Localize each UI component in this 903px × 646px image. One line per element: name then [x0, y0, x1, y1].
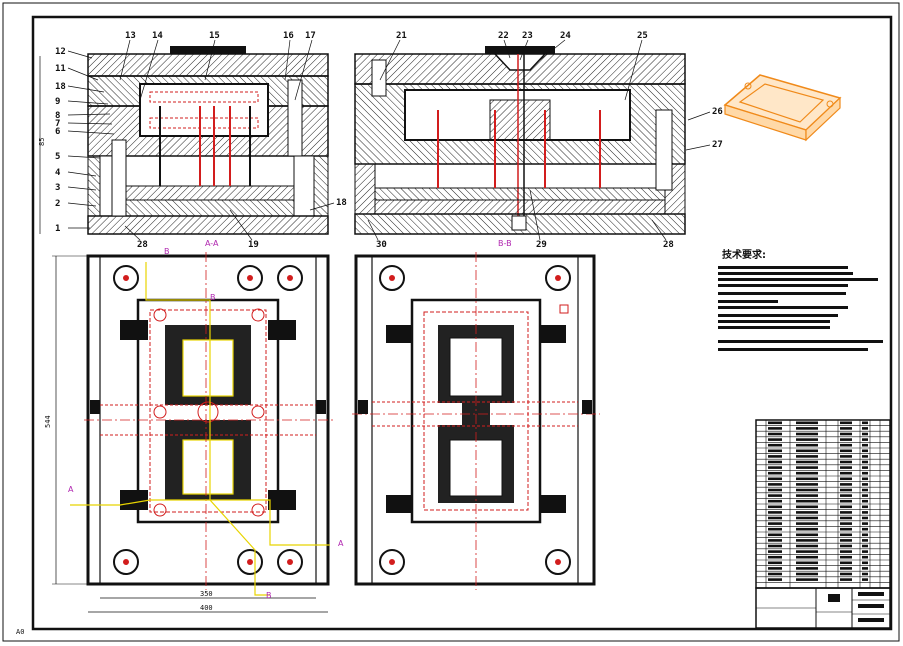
dim-plan-width-outer: 400 — [200, 604, 213, 612]
parts-list-table — [755, 419, 891, 589]
pn-13: 13 — [125, 31, 136, 41]
pn-23: 23 — [522, 31, 533, 41]
pn-18b: 18 — [336, 198, 347, 208]
pn-3: 3 — [55, 183, 60, 193]
frame-corner-label: A0 — [16, 628, 24, 636]
dim-plan-width-inner: 350 — [200, 590, 213, 598]
pn-5: 5 — [55, 152, 60, 162]
pn-2: 2 — [55, 199, 60, 209]
section-view-a-a: 85 — [38, 46, 329, 235]
cut-label-a-right: A — [338, 539, 344, 548]
technical-requirements: 技术要求: — [718, 248, 883, 351]
pn-28b: 28 — [663, 240, 674, 250]
label-section-a-a: A-A — [205, 239, 219, 248]
pn-30: 30 — [376, 240, 387, 250]
plan-view-fixed-half — [352, 252, 600, 590]
pn-16: 16 — [283, 31, 294, 41]
pn-1: 1 — [55, 224, 60, 234]
section-view-b-b — [354, 46, 686, 235]
cut-label-b-bottom: B — [266, 591, 272, 600]
pn-28a: 28 — [137, 240, 148, 250]
pn-11: 11 — [55, 64, 66, 74]
plan-view-moving-half: 544 350 400 — [44, 252, 334, 613]
pn-29: 29 — [536, 240, 547, 250]
pn-8: 8 — [55, 111, 60, 121]
pn-14: 14 — [152, 31, 163, 41]
pn-22: 22 — [498, 31, 509, 41]
dim-plan-height: 544 — [44, 415, 52, 428]
cut-label-b-top: B — [164, 247, 170, 256]
label-section-b-b: B-B — [498, 239, 512, 248]
tech-req-title: 技术要求: — [722, 248, 766, 261]
pn-7: 7 — [55, 119, 60, 129]
product-isometric — [723, 74, 842, 142]
pn-6: 6 — [55, 127, 60, 137]
part-numbers-bottom: 28 19 18 30 29 28 — [124, 189, 674, 250]
pn-24: 24 — [560, 31, 571, 41]
title-block — [755, 587, 891, 629]
part-numbers-top-right: 21 22 23 24 25 — [379, 31, 648, 101]
pn-27: 27 — [712, 140, 723, 150]
pn-17: 17 — [305, 31, 316, 41]
pn-12: 12 — [55, 47, 66, 57]
pn-4: 4 — [55, 168, 61, 178]
pn-21: 21 — [396, 31, 407, 41]
dim-height-side: 85 — [38, 138, 46, 146]
cut-label-a-left: A — [68, 485, 74, 494]
part-numbers-left: 12 11 18 9 8 7 6 5 4 3 2 1 — [55, 47, 115, 234]
part-numbers-right: 26 27 — [685, 107, 723, 151]
inner-frame — [31, 15, 893, 631]
cut-label-b-mid: B — [210, 293, 216, 302]
pn-19: 19 — [248, 240, 259, 250]
part-numbers-top-left: 13 14 15 16 17 — [119, 31, 316, 101]
pn-9: 9 — [55, 97, 60, 107]
pn-26: 26 — [712, 107, 723, 117]
pn-15: 15 — [209, 31, 220, 41]
pn-25: 25 — [637, 31, 648, 41]
pn-18a: 18 — [55, 82, 66, 92]
